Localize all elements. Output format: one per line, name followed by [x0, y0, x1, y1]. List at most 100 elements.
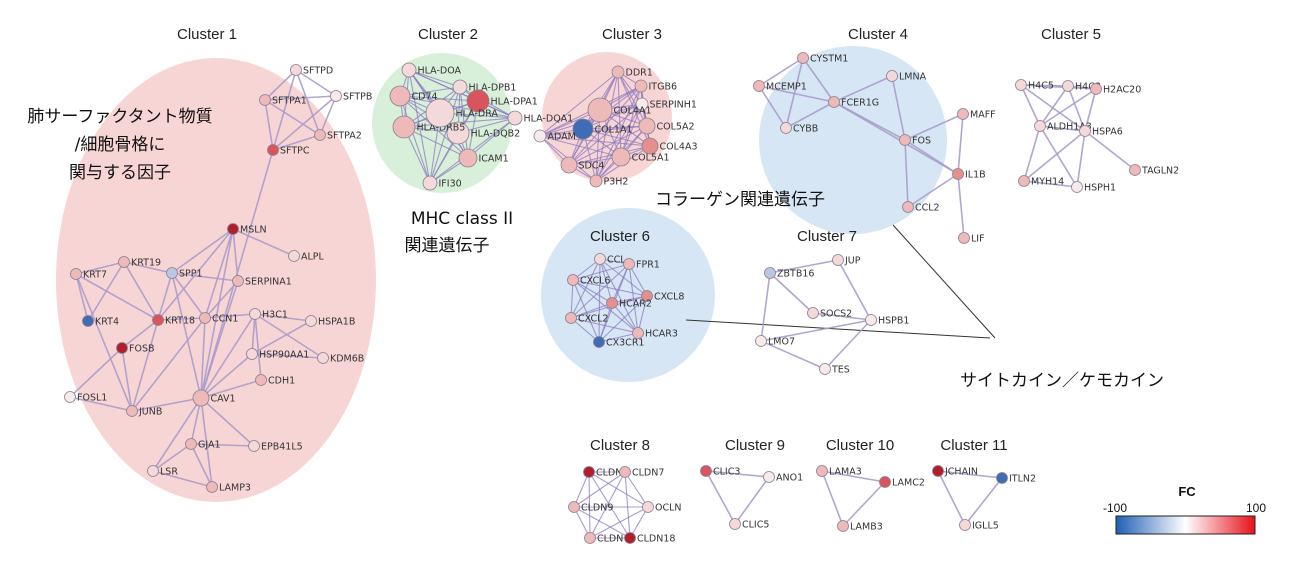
gene-node-label: SERPINA1: [245, 277, 292, 288]
c8-edge: [624, 471, 631, 539]
gene-node-label: KRT7: [83, 270, 107, 281]
c1-node: CCN1: [199, 312, 238, 325]
gene-node-label: CCL2: [915, 203, 940, 214]
c6-edge: [599, 258, 613, 304]
c11-node: IGLL5: [959, 519, 999, 532]
c2-node: HLA-DQB2: [446, 121, 520, 145]
gene-node-label: CYBB: [793, 124, 818, 135]
c6-edge: [570, 258, 601, 319]
c1-node: FOSL1: [64, 391, 107, 404]
gene-node-label: SFTPA1: [272, 96, 307, 107]
c1-edge: [204, 228, 234, 319]
c9-node: CLIC3: [700, 465, 740, 478]
gene-node-label: SERPINH1: [650, 100, 697, 111]
gene-node-label: H4C3: [1075, 82, 1101, 93]
c4-node: IL1B: [952, 168, 986, 181]
c4-node: CYSTM1: [797, 52, 848, 65]
c5-node: ALDH1A3: [1034, 120, 1092, 133]
gene-node-marker: [507, 110, 523, 126]
c1-node: H3C1: [249, 308, 288, 321]
gene-node-label: CX3CR1: [606, 338, 644, 349]
c1-edge: [200, 397, 255, 447]
c4-node: CYBB: [780, 122, 818, 135]
c1-node: JUNB: [126, 405, 162, 418]
gene-node-label: SDC4: [579, 161, 605, 172]
c8-node: OCLN: [642, 501, 682, 514]
gene-node-marker: [248, 440, 260, 452]
gene-node-label: CLIC5: [742, 520, 769, 531]
gene-node-label: SFTPB: [343, 92, 372, 103]
c3-node: ITGB6: [634, 79, 677, 93]
gene-node-label: CLDN18: [637, 534, 675, 545]
gene-node-label: KRT19: [131, 258, 161, 269]
gene-node-marker: [392, 115, 416, 139]
c6-edge: [570, 317, 639, 334]
c1-node: SPP1: [166, 267, 203, 280]
gene-node-marker: [567, 274, 579, 286]
c3-edge: [568, 85, 642, 166]
c4-edge: [758, 85, 835, 103]
c2-node: IFI30: [422, 175, 462, 191]
c1-edge: [69, 396, 133, 412]
cluster-title-10: Cluster 10: [826, 437, 894, 454]
cluster-title-9: Cluster 9: [725, 437, 785, 454]
c3-node: COL5A1: [611, 147, 670, 167]
legend-color-bar: [1115, 515, 1256, 535]
gene-node-marker: [401, 62, 417, 78]
gene-node-label: FOS: [912, 136, 931, 147]
gene-node-label: HSP90AA1: [259, 350, 309, 361]
c1-node: LSR: [147, 465, 178, 478]
legend-title: FC: [1178, 484, 1196, 499]
c2-node: ICAM1: [458, 148, 509, 168]
gene-node-label: COL5A1: [632, 153, 670, 164]
gene-node-marker: [641, 290, 653, 302]
gene-node-marker: [763, 471, 775, 483]
c5-node: HSPA6: [1079, 125, 1123, 138]
c1-edge: [200, 397, 213, 488]
c1-edge: [171, 272, 239, 282]
c5-node: MYH14: [1018, 175, 1064, 188]
annotation-cluster1-line1: 肺サーファクタント物質: [27, 107, 212, 127]
c1-edge: [152, 443, 192, 472]
annotation-cluster2-line1: MHC class II: [411, 209, 513, 229]
c5-edge: [1039, 125, 1086, 132]
c1-edge: [171, 228, 234, 274]
c5-edge: [1039, 125, 1078, 188]
cluster-title-7: Cluster 7: [797, 228, 857, 245]
gene-node-label: CLDN7: [632, 468, 664, 479]
cluster-4-background: [759, 46, 947, 234]
c4-edge: [833, 101, 959, 175]
c4-edge: [785, 101, 835, 129]
gene-node-label: CLDN9: [581, 503, 613, 514]
gene-node-label: ANO1: [776, 473, 803, 484]
c1-edge: [123, 261, 159, 321]
gene-node-label: COL4A3: [660, 142, 698, 153]
gene-node-label: CYSTM1: [810, 54, 848, 65]
gene-node-marker: [1015, 79, 1027, 91]
gene-node-label: IFI30: [439, 179, 462, 190]
gene-node-marker: [568, 501, 580, 513]
gene-node-label: FOSL1: [77, 393, 107, 404]
gene-node-marker: [879, 476, 891, 488]
gene-node-label: SOCS2: [820, 309, 852, 320]
gene-node-marker: [1071, 181, 1083, 193]
gene-node-marker: [700, 465, 712, 477]
c6-node: HCAR3: [632, 327, 678, 340]
gene-node-label: MCEMP1: [766, 82, 807, 93]
c3-edge: [539, 71, 619, 137]
gene-node-marker: [957, 108, 969, 120]
c2-node: HLA-DQA1: [507, 110, 573, 126]
gene-node-marker: [118, 256, 130, 268]
c5-node: TAGLN2: [1129, 164, 1179, 177]
gene-node-marker: [865, 314, 877, 326]
gene-node-marker: [886, 70, 898, 82]
c3-edge: [539, 125, 648, 137]
gene-node-label: LMO7: [768, 337, 795, 348]
c7-edge: [812, 312, 872, 321]
c7-node: TES: [819, 363, 850, 376]
c1-edge: [264, 69, 297, 101]
c1-edge: [204, 313, 256, 319]
c7-edge: [824, 319, 872, 370]
c3-node: COL1A1: [572, 118, 633, 140]
